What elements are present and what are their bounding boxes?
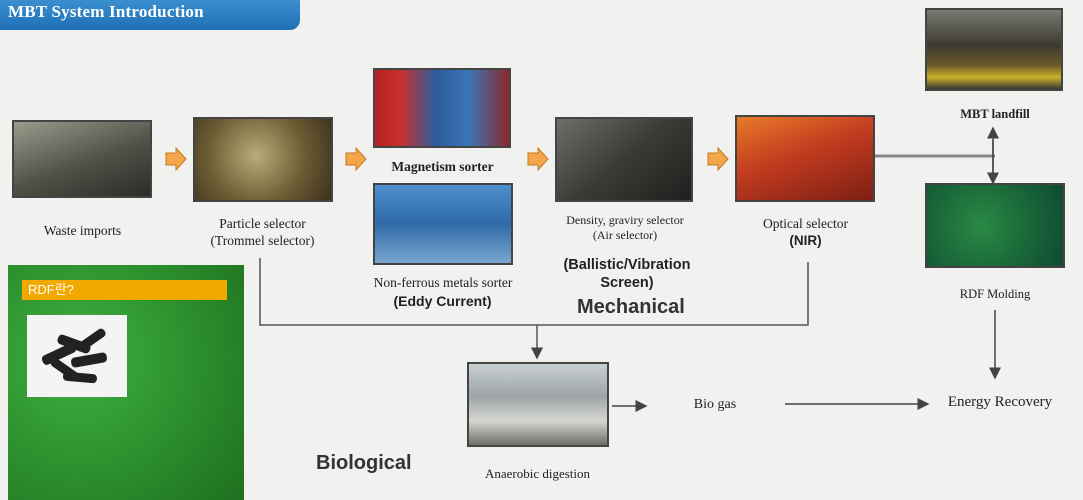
nonferrous-sorter-subtitle: (Eddy Current) <box>393 293 492 309</box>
header-banner <box>0 0 300 30</box>
optical-selector-subtitle: (NIR) <box>789 233 822 248</box>
ballistic-screen-label: (Ballistic/Vibration Screen) <box>563 257 691 291</box>
particle-selector-photo <box>193 117 333 202</box>
waste-imports-label: Waste imports <box>43 223 122 238</box>
landfill-label: MBT landfill <box>960 107 1030 121</box>
particle-selector-subtitle: (Trommel selector) <box>210 233 315 248</box>
rdf-molding-photo <box>925 183 1065 268</box>
biological-section-label: Biological <box>316 452 412 474</box>
optical-selector-photo <box>735 115 875 202</box>
bracket-line <box>259 258 809 326</box>
magnetism-sorter-photo <box>373 68 511 148</box>
page-title: MBT System Introduction <box>8 2 204 21</box>
flow-arrow-icon <box>527 147 549 171</box>
density-selector-label: Density, graviry selector (Air selector) <box>540 213 710 243</box>
pellets-icon <box>41 328 107 384</box>
density-selector-title: Density, graviry selector <box>566 213 684 227</box>
anaerobic-digestion-photo <box>467 362 609 447</box>
nonferrous-sorter-title: Non-ferrous metals sorter <box>373 275 513 290</box>
anaerobic-digestion-label: Anaerobic digestion <box>484 466 591 481</box>
rdf-info-tag: RDF란? <box>22 280 227 300</box>
particle-selector-label: Particle selector (Trommel selector) <box>190 215 335 249</box>
magnetism-sorter-label: Magnetism sorter <box>391 159 494 174</box>
nonferrous-sorter-photo <box>373 183 513 265</box>
particle-selector-title: Particle selector <box>219 216 306 231</box>
optical-selector-title: Optical selector <box>762 216 849 231</box>
landfill-photo <box>925 8 1063 91</box>
energy-recovery-label: Energy Recovery <box>947 394 1053 410</box>
biogas-label: Bio gas <box>693 397 737 412</box>
rdf-molding-label: RDF Molding <box>959 287 1031 301</box>
waste-imports-photo <box>12 120 152 198</box>
optical-selector-label: Optical selector (NIR) <box>733 215 878 249</box>
mechanical-section-label: Mechanical <box>577 296 685 318</box>
flow-arrow-icon <box>707 147 729 171</box>
flow-arrow-icon <box>165 147 187 171</box>
density-selector-subtitle: (Air selector) <box>592 228 658 242</box>
rdf-pellets-image <box>27 315 127 397</box>
flow-arrow-icon <box>345 147 367 171</box>
density-selector-photo <box>555 117 693 202</box>
